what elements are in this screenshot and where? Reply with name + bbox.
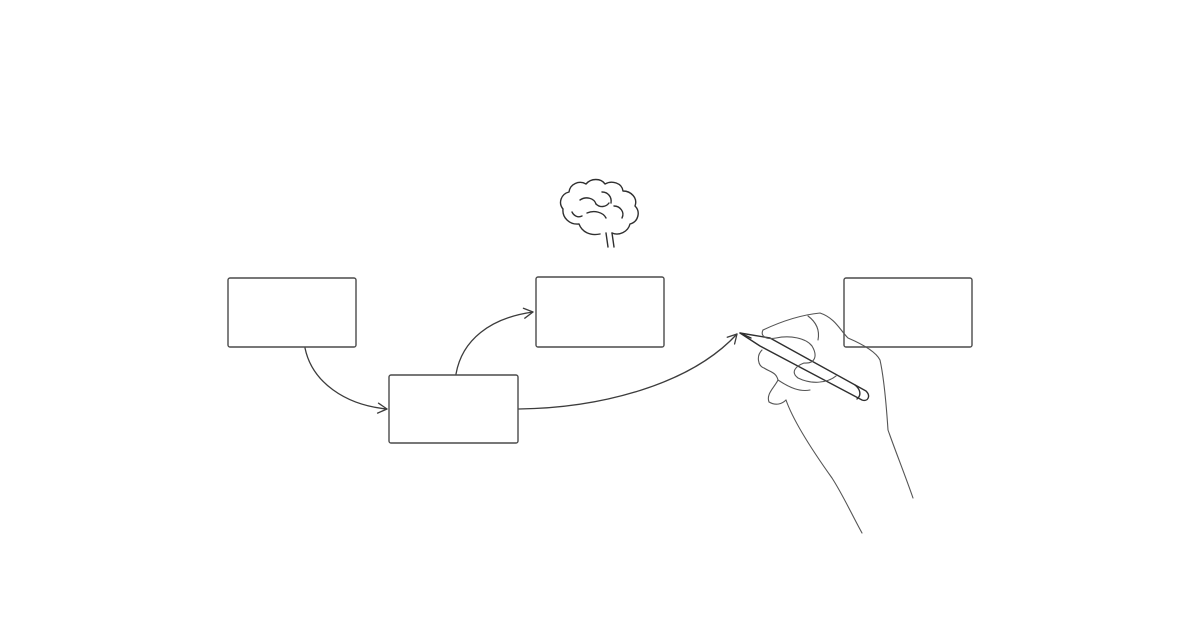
hand-with-pencil-icon [739,312,914,534]
arrow-box1-to-box2 [304,347,388,414]
arrow-box2-to-box3 [455,307,534,375]
brain-icon [559,178,639,248]
flow-box-3 [535,276,665,348]
arrow-box2-to-pencil [518,333,738,410]
flow-box-2 [388,374,519,444]
flow-box-1 [227,277,357,348]
flow-box-4 [843,277,973,348]
